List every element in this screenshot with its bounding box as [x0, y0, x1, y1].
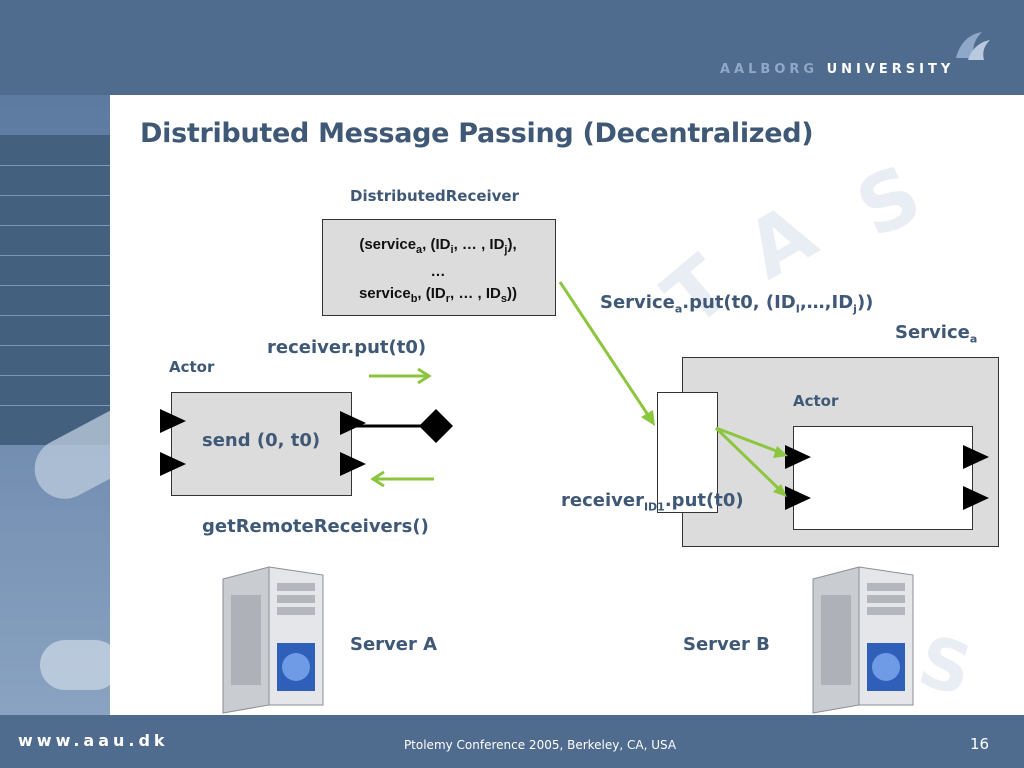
server-b-label: Server B [683, 634, 770, 655]
receiver-fanout-arrow-2 [714, 426, 787, 497]
distributed-receiver-label: DistributedReceiver [350, 187, 520, 205]
website-link[interactable]: www.aau.dk [18, 731, 169, 750]
hand-photo [40, 640, 120, 690]
distributed-receiver-box [322, 219, 556, 316]
receiver-table-line-1: (servicea, (IDi, … , IDj), [359, 236, 517, 256]
distributed-receiver-to-service-arrow [558, 281, 655, 426]
actor-right-box[interactable] [793, 426, 973, 530]
header-band [0, 0, 1024, 95]
get-remote-receivers-arrow [370, 470, 434, 488]
service-put-label: Servicea.put(t0, (IDI,…,IDj)) [600, 292, 874, 316]
receiver-table-line-2: … [430, 263, 446, 280]
slide-title: Distributed Message Passing (Decentraliz… [140, 118, 814, 149]
actor-right-output-port-2 [963, 486, 989, 510]
receiver-queue-box[interactable] [657, 392, 718, 513]
receiver-put-label: receiver.put(t0) [267, 337, 427, 358]
actor-right-input-port-2 [785, 486, 811, 510]
receiver-table-text: (servicea, (IDi, … , IDj), … serviceb, (… [322, 234, 554, 310]
send-label: send (0, t0) [202, 430, 321, 451]
actor-left-box[interactable] [171, 392, 352, 496]
left-photo-panel [0, 95, 110, 715]
university-suffix: UNIVERSITY [826, 62, 955, 77]
service-a-label: Servicea [895, 322, 978, 346]
actor-left-output-port-2 [340, 452, 366, 476]
actor-right-label: Actor [793, 392, 839, 410]
actor-left-input-port-1 [160, 409, 186, 433]
server-a-label: Server A [350, 634, 438, 655]
footer-band [0, 715, 1024, 768]
get-remote-receivers-label: getRemoteReceivers() [202, 516, 429, 537]
server-a-icon [215, 565, 327, 719]
receiver-id-put-label: receiverID1.put(t0) [561, 490, 744, 514]
actor-right-input-port-1 [785, 445, 811, 469]
receiver-put-arrow [369, 367, 432, 385]
actor-left-output-port-1 [340, 411, 366, 435]
university-wordmark: AALBORG UNIVERSITY [720, 62, 1010, 77]
university-logo-icon [952, 28, 992, 64]
page-number: 16 [970, 735, 990, 753]
remote-receiver-diamond[interactable] [419, 409, 453, 443]
receiver-table-line-3: serviceb, (IDr, … , IDs)) [358, 285, 518, 305]
console-screen-image [0, 135, 110, 445]
actor-left-input-port-2 [160, 452, 186, 476]
conference-label: Ptolemy Conference 2005, Berkeley, CA, U… [403, 738, 677, 752]
actor-right-output-port-1 [963, 445, 989, 469]
university-prefix: AALBORG [720, 62, 819, 77]
server-b-icon [805, 565, 917, 719]
actor-left-label: Actor [169, 358, 215, 376]
receiver-fanout-arrow-1 [715, 426, 788, 458]
